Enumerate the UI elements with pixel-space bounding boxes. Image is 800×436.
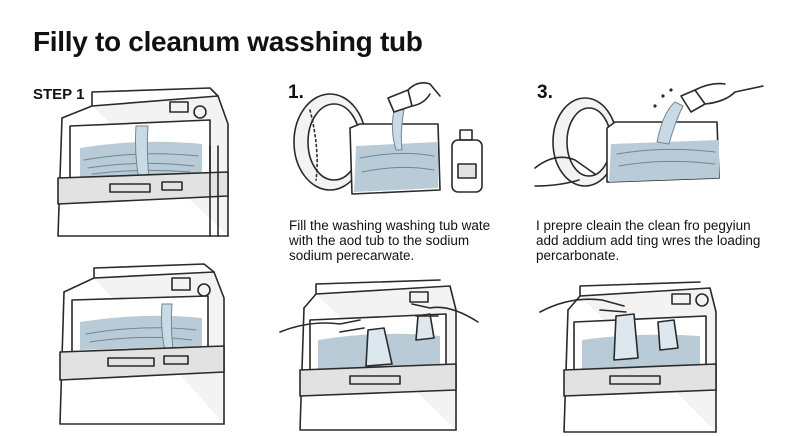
pour-into-tub-illustration [293,82,483,195]
washer-filling-illustration [57,87,229,237]
step-3-caption: I prepre cleain the clean fro pegyiun ad… [536,218,761,263]
pour-powder-illustration [534,82,764,187]
add-percarbonate-illustration [279,279,479,431]
step-2-label: 1. [288,82,304,103]
step-1-label: STEP 1 [33,86,85,103]
insert-container-illustration [539,281,717,433]
page-title: Filly to cleanum wasshing tub [33,26,423,57]
step-2-caption: Fill the washing washing tub wate with t… [289,218,491,263]
step-3-label: 3. [537,82,553,103]
washer-water-illustration [59,263,225,425]
